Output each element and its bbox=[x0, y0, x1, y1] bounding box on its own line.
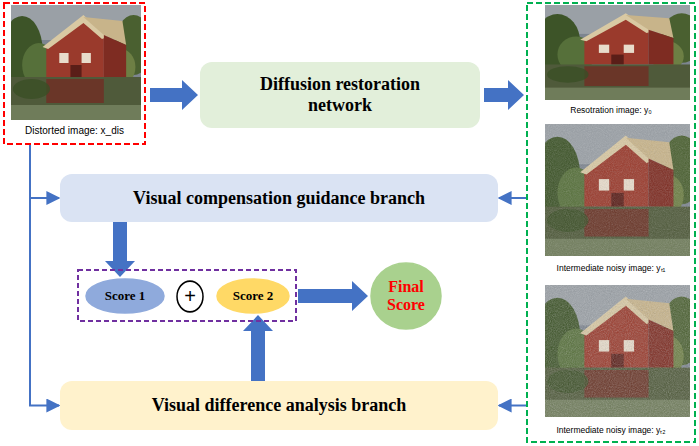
input-image-frame: Distorted image: x_dis bbox=[3, 2, 146, 145]
node-label: Visual difference analysis branch bbox=[152, 395, 407, 416]
score-ellipse: Score 1 bbox=[85, 278, 165, 314]
distorted-photo bbox=[2, 5, 152, 120]
output-images-frame: Resotration image: y₀ Intermediate noisy … bbox=[526, 2, 696, 443]
input-image-frame-shape bbox=[4, 3, 145, 144]
plus-circle-shape bbox=[177, 281, 203, 312]
node-label: Final Score bbox=[381, 278, 431, 315]
node-label: Score 2 bbox=[233, 289, 274, 304]
noisy-photo bbox=[535, 285, 699, 417]
image-caption: Intermediate noisy image: yₜ₂ bbox=[526, 424, 696, 435]
image-caption: Distorted image: x_dis bbox=[3, 125, 146, 136]
thin-arrow bbox=[30, 145, 59, 198]
score-ellipse-shape bbox=[217, 279, 289, 313]
thin-arrow bbox=[499, 197, 526, 199]
final-score-circle-shape bbox=[371, 263, 441, 329]
node-label: Diffusion restoration network bbox=[250, 74, 430, 115]
restored-photo bbox=[535, 5, 699, 100]
input-image-frame-outline bbox=[3, 2, 146, 145]
final-score-circle: Final Score bbox=[370, 262, 442, 330]
network-box-shape bbox=[200, 62, 480, 128]
score-group-bracket bbox=[78, 270, 296, 321]
image-caption: Intermediate noisy image: yₜ₁ bbox=[526, 262, 696, 273]
block-arrow bbox=[150, 80, 198, 110]
branch-box: Visual difference analysis branch bbox=[60, 381, 498, 430]
node-label: + bbox=[184, 285, 196, 308]
branch-box-shape bbox=[60, 174, 498, 222]
branch-box: Visual compensation guidance branch bbox=[60, 174, 498, 222]
plus-circle: + bbox=[176, 280, 204, 313]
block-arrow bbox=[298, 281, 368, 311]
image-caption: Resotration image: y₀ bbox=[526, 105, 696, 115]
output-images-frame-outline bbox=[526, 2, 696, 443]
block-arrow bbox=[105, 222, 135, 277]
score-ellipse-shape bbox=[86, 279, 164, 313]
thin-arrow bbox=[499, 405, 526, 407]
output-images-frame-shape bbox=[527, 3, 695, 442]
node-label: Visual compensation guidance branch bbox=[133, 188, 425, 209]
network-box: Diffusion restoration network bbox=[200, 62, 480, 128]
noisy-photo bbox=[535, 124, 699, 256]
thin-arrow bbox=[30, 145, 59, 406]
score-ellipse: Score 2 bbox=[216, 278, 290, 314]
block-arrow bbox=[484, 80, 524, 110]
block-arrow bbox=[243, 315, 273, 381]
branch-box-shape bbox=[60, 381, 498, 430]
node-label: Score 1 bbox=[105, 289, 146, 304]
